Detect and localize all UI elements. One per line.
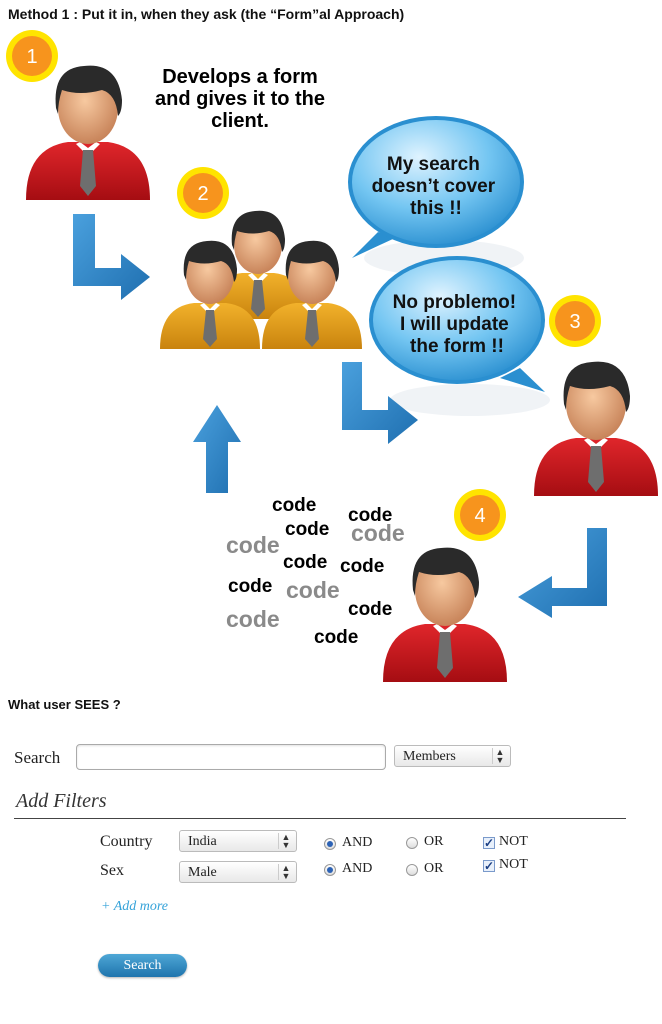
search-label: Search	[14, 748, 61, 767]
section-heading: What user SEES ?	[8, 697, 121, 712]
filter-label-sex: Sex	[100, 862, 124, 879]
country-select-value: India	[188, 834, 217, 849]
sex-not-label: NOT	[499, 857, 528, 872]
step-1-caption: Develops a form and gives it to the clie…	[140, 66, 340, 132]
code-word: code	[272, 495, 316, 516]
code-word: code	[226, 606, 280, 632]
bubble-2-line-1: My search	[387, 154, 480, 175]
divider	[14, 818, 626, 819]
step-2-number: 2	[197, 183, 208, 205]
code-word: code	[348, 599, 392, 620]
step-1-number: 1	[26, 46, 37, 68]
country-and-label: AND	[342, 835, 373, 850]
speech-bubble-developer: No problemo! I will update the form !!	[369, 256, 550, 416]
bubble-3-line-1: No problemo!	[393, 292, 517, 313]
svg-text:No problemo! I will upda: No problemo! I will update the form !!	[393, 292, 522, 357]
code-word: code	[286, 577, 340, 603]
client-group-figure	[160, 210, 362, 349]
step-3-number: 3	[569, 311, 580, 333]
code-word: code	[348, 505, 392, 526]
step-1-caption-line: and gives it to the	[154, 88, 326, 110]
country-and-radio[interactable]	[324, 838, 336, 850]
country-not-checkbox[interactable]: ✓	[483, 836, 495, 850]
sex-not-checkbox[interactable]: ✓	[483, 859, 495, 873]
arrow-4-to-2	[193, 405, 241, 493]
svg-text:My search doesn’t cover: My search doesn’t cover this !!	[372, 154, 501, 219]
step-3-badge: 3	[549, 295, 601, 347]
page-title: Method 1 : Put it in, when they ask (the…	[8, 6, 405, 22]
arrow-2-to-3	[342, 362, 418, 444]
arrow-1-to-2	[73, 214, 150, 300]
code-word: code	[226, 532, 280, 558]
search-button[interactable]: Search	[98, 954, 187, 977]
filter-label-country: Country	[100, 833, 153, 850]
code-word: code	[314, 627, 358, 648]
step-2-badge: 2	[177, 167, 229, 219]
sex-and-radio[interactable]	[324, 864, 336, 876]
country-not-label: NOT	[499, 834, 528, 849]
step-1-badge: 1	[6, 30, 58, 82]
sex-select[interactable]: Male ▲▼	[179, 861, 297, 883]
bubble-3-line-2: I will update	[400, 314, 509, 335]
code-word: code	[228, 576, 272, 597]
code-words: code code code code code code code code …	[226, 495, 405, 648]
code-word: code	[340, 556, 384, 577]
developer-figure-3	[534, 361, 658, 496]
select-arrows-icon: ▲▼	[278, 864, 293, 881]
scope-select[interactable]: Members ▲▼	[394, 745, 511, 767]
country-or-label: OR	[424, 834, 444, 849]
country-or-radio[interactable]	[406, 837, 418, 849]
code-word: code	[351, 520, 405, 546]
select-arrows-icon: ▲▼	[278, 833, 293, 850]
arrow-3-to-4	[518, 528, 607, 618]
developer-figure-4	[383, 547, 507, 682]
bubble-2-line-2: doesn’t cover	[372, 176, 496, 197]
code-word: code	[283, 552, 327, 573]
code-word: code	[285, 519, 329, 540]
country-select[interactable]: India ▲▼	[179, 830, 297, 852]
add-filters-heading: Add Filters	[16, 790, 107, 812]
sex-or-radio[interactable]	[406, 864, 418, 876]
workflow-diagram: 1 2 My search doesn’t cover this !! No p…	[6, 30, 658, 682]
scope-select-value: Members	[403, 749, 456, 764]
sex-and-label: AND	[342, 861, 373, 876]
sex-or-label: OR	[424, 861, 444, 876]
sex-select-value: Male	[188, 865, 217, 880]
step-1-caption-line: client.	[211, 110, 269, 132]
developer-figure-1	[26, 65, 150, 200]
select-arrows-icon: ▲▼	[492, 748, 507, 765]
speech-bubble-client: My search doesn’t cover this !!	[348, 116, 524, 276]
search-input[interactable]	[76, 744, 386, 770]
step-4-badge: 4	[454, 489, 506, 541]
add-more-link[interactable]: + Add more	[101, 899, 168, 914]
step-1-caption-line: Develops a form	[162, 66, 318, 88]
bubble-3-line-3: the form !!	[410, 336, 504, 357]
step-4-number: 4	[474, 505, 485, 527]
bubble-2-line-3: this !!	[410, 198, 462, 219]
